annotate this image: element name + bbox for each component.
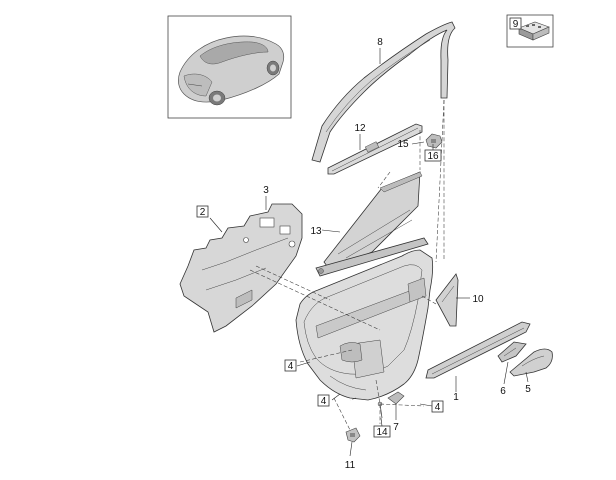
door-trim-panel [295, 249, 434, 401]
callout-16-box: 16 [424, 149, 442, 162]
svg-text:10: 10 [472, 294, 484, 305]
callout-10: 10 [472, 294, 484, 305]
callout-4a-box: 4 [284, 359, 297, 372]
callout-4b-box: 4 [317, 394, 330, 407]
svg-text:13: 13 [310, 226, 322, 237]
callout-8: 8 [377, 37, 383, 48]
svg-text:6: 6 [500, 386, 506, 397]
callout-5: 5 [525, 384, 531, 395]
part-9-kit [506, 14, 554, 48]
callout-4c-box: 4 [431, 400, 444, 413]
svg-text:8: 8 [377, 37, 383, 48]
svg-text:4: 4 [435, 402, 441, 413]
part-8-window-frame [311, 21, 456, 163]
callout-7: 7 [393, 422, 399, 433]
part-16-clip [425, 133, 443, 149]
part-7-bracket [387, 391, 405, 405]
svg-text:5: 5 [525, 384, 531, 395]
svg-text:2: 2 [200, 207, 206, 218]
callout-9-box: 9 [509, 17, 522, 30]
part-10-corner-trim [435, 273, 459, 327]
callout-11: 12 [354, 123, 366, 134]
svg-text:15: 15 [397, 139, 409, 150]
callout-1: 1 [453, 392, 459, 403]
callout-14-box: 14 [373, 425, 391, 438]
callout-6: 6 [500, 386, 506, 397]
callout-12: 13 [310, 226, 322, 237]
svg-text:9: 9 [513, 19, 519, 30]
assembly-guide-lines [249, 99, 445, 431]
svg-text:11: 11 [345, 460, 356, 471]
vehicle-thumbnail [167, 15, 292, 119]
callout-15: 15 [397, 139, 409, 150]
svg-text:1: 1 [453, 392, 459, 403]
part-6-handle-cover [497, 341, 527, 363]
callout-3: 3 [263, 185, 269, 196]
leader-lines [209, 48, 529, 457]
svg-text:3: 3 [263, 185, 269, 196]
callout-2-box: 2 [196, 205, 209, 218]
svg-text:16: 16 [427, 151, 439, 162]
callout-13: 11 [345, 460, 356, 471]
callout-labels: 8 9 12 15 16 3 2 13 10 4 [196, 17, 531, 471]
svg-text:12: 12 [354, 123, 366, 134]
part-13-clip [345, 427, 361, 443]
svg-text:14: 14 [376, 427, 388, 438]
svg-text:4: 4 [321, 396, 327, 407]
svg-text:4: 4 [288, 361, 294, 372]
part-12-sunshade [315, 171, 429, 277]
part-3-insulation-panel [179, 203, 303, 333]
part-11-window-seal [327, 123, 423, 175]
svg-text:7: 7 [393, 422, 399, 433]
part-1-trim-strip [425, 321, 531, 379]
